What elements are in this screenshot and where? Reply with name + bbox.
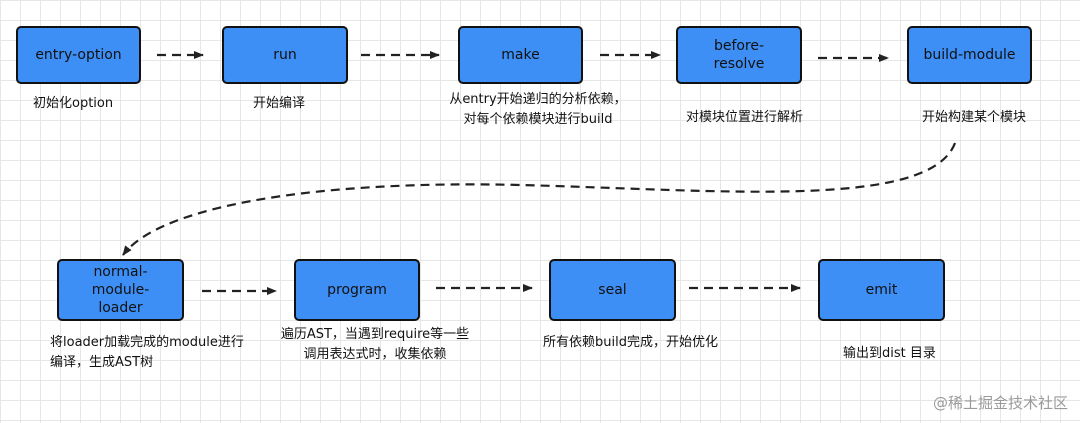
node-normal-module-loader: normal- module- loader	[57, 259, 184, 321]
desc-emit: 输出到dist 目录	[843, 346, 936, 361]
desc-build-module: 开始构建某个模块	[922, 110, 1027, 125]
desc-make: 从entry开始递归的分析依赖，对每个依赖模块进行build	[449, 92, 627, 127]
node-entry-option: entry-option	[16, 26, 141, 84]
desc-normal-module-loader: 将loader加载完成的module进行编译，生成AST树	[50, 335, 244, 370]
desc-run: 开始编译	[253, 96, 306, 111]
watermark: @稀土掘金技术社区	[932, 394, 1068, 412]
node-run: run	[222, 26, 348, 84]
node-before-resolve: before- resolve	[676, 26, 802, 84]
node-build-module: build-module	[907, 26, 1032, 84]
node-seal: seal	[549, 259, 676, 321]
desc-entry-option: 初始化option	[33, 96, 114, 111]
node-emit: emit	[818, 259, 945, 321]
arrow-build-module-to-loader	[122, 142, 957, 256]
desc-seal: 所有依赖build完成，开始优化	[543, 335, 718, 350]
node-make: make	[458, 26, 583, 84]
desc-program: 遍历AST，当遇到require等一些调用表达式时，收集依赖	[280, 327, 470, 362]
node-program: program	[294, 259, 420, 321]
desc-before-resolve: 对模块位置进行解析	[686, 110, 804, 125]
